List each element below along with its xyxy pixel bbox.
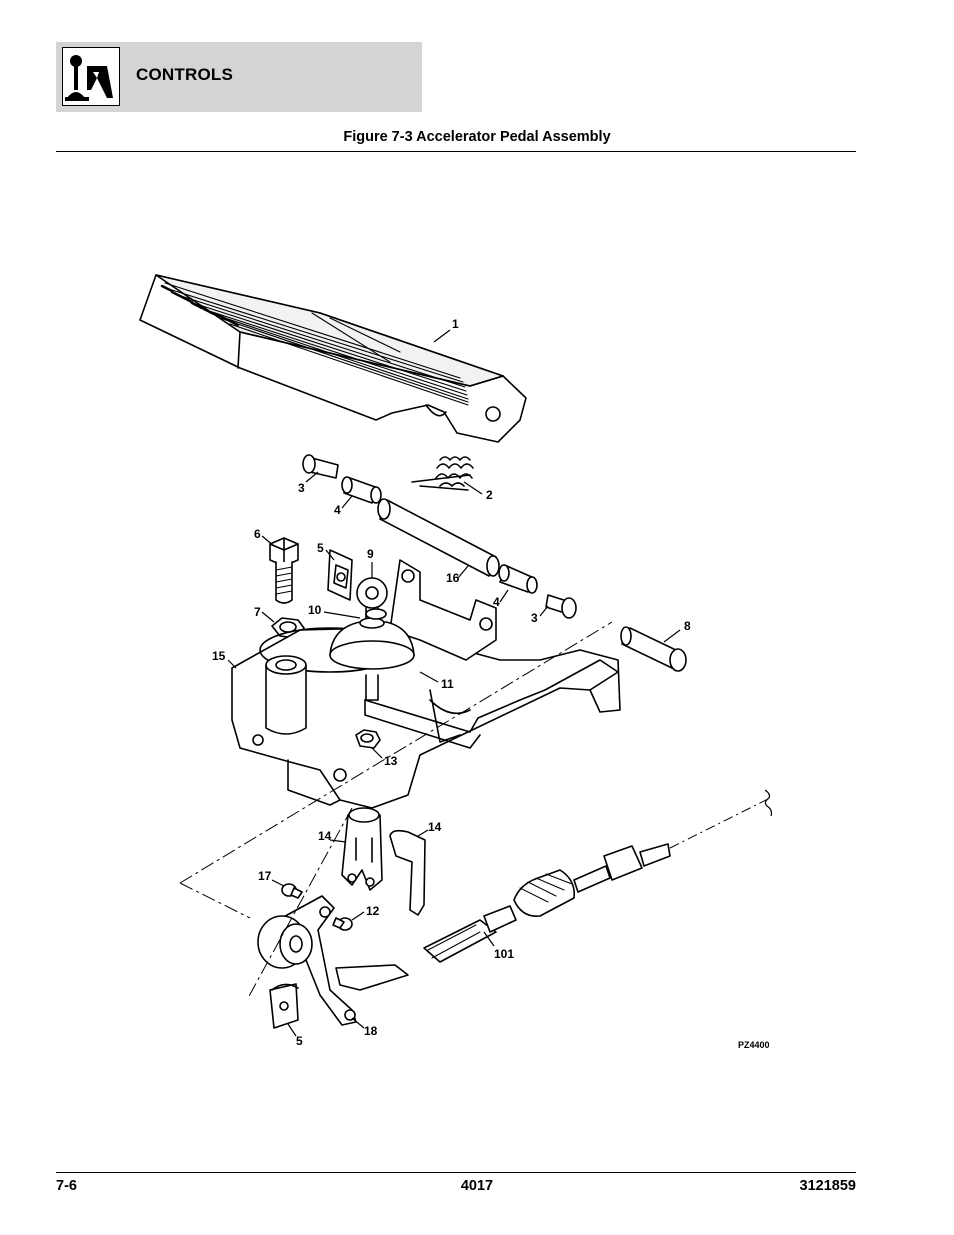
callout-6: 6 (254, 527, 261, 541)
callout-12: 12 (366, 904, 380, 918)
joystick-control-icon (62, 47, 120, 106)
rubber-boot-part (329, 617, 415, 701)
model-number: 4017 (460, 1178, 494, 1194)
section-title: CONTROLS (136, 65, 233, 84)
callout-2: 2 (486, 488, 493, 502)
callout-8: 8 (684, 619, 691, 633)
callout-5: 5 (317, 541, 324, 555)
callout-4b: 4 (493, 595, 500, 609)
page-number: 7-6 (56, 1178, 77, 1194)
section-header: CONTROLS (56, 42, 422, 112)
callout-16: 16 (446, 571, 460, 585)
figure-caption: Figure 7-3 Accelerator Pedal Assembly (343, 129, 611, 145)
break-line (764, 789, 773, 817)
screw-part (281, 883, 353, 931)
torsion-spring-part (411, 456, 474, 491)
bolt-part (269, 537, 299, 604)
bushing-tube-part (265, 655, 307, 735)
clevis-part (341, 807, 383, 891)
callout-14b: 14 (428, 820, 442, 834)
callout-1: 1 (452, 317, 459, 331)
pedal-part (139, 274, 527, 443)
callout-101: 101 (494, 947, 514, 961)
callout-15: 15 (212, 649, 226, 663)
retaining-clip-part (389, 829, 426, 916)
footer-divider (56, 1172, 856, 1173)
clevis-pin-part (302, 454, 577, 619)
callout-10: 10 (308, 603, 322, 617)
callout-13: 13 (384, 754, 398, 768)
pivot-pin-part (620, 626, 687, 672)
callout-leaders (227, 329, 681, 1037)
spring-clip-part (327, 549, 353, 601)
roller-part (257, 915, 313, 969)
callout-17: 17 (258, 869, 272, 883)
callout-11: 11 (441, 677, 454, 691)
bushing-part (341, 476, 538, 594)
mounting-base-part (231, 559, 621, 809)
callout-18: 18 (364, 1024, 378, 1038)
callout-9: 9 (367, 547, 374, 561)
header-divider (56, 151, 856, 152)
spring-clip-part-lower (269, 983, 299, 1029)
callout-4: 4 (334, 503, 341, 517)
callout-3b: 3 (531, 611, 538, 625)
locknut-part (355, 729, 381, 749)
cable-continuation-line (669, 797, 771, 849)
throttle-cable-part (423, 843, 671, 963)
document-number: 3121859 (799, 1178, 856, 1194)
assembly-centerlines (179, 621, 613, 999)
callout-3: 3 (298, 481, 305, 495)
drawing-code: PZ4400 (738, 1040, 770, 1050)
callout-5b: 5 (296, 1034, 303, 1048)
jam-nut-part (365, 608, 387, 620)
callout-14a: 14 (318, 829, 332, 843)
callout-7: 7 (254, 605, 261, 619)
long-pin-part (377, 498, 500, 577)
